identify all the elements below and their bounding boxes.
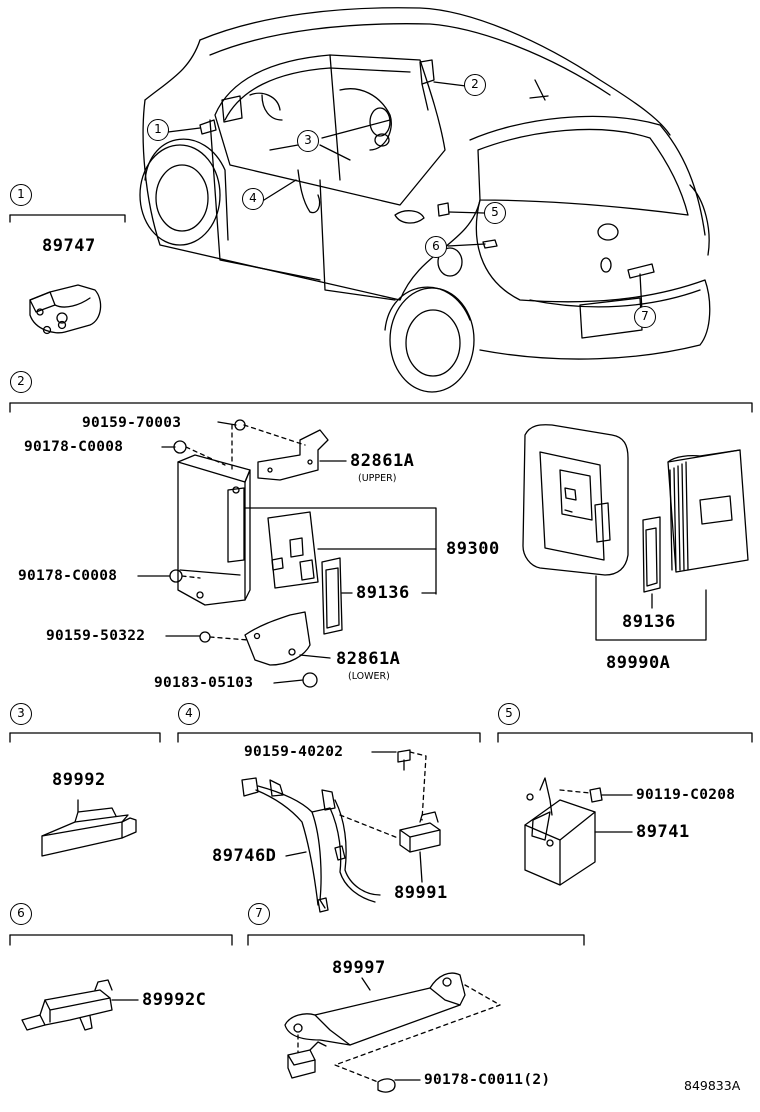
car-illustration: [139, 7, 711, 393]
part-number-90183-05103[interactable]: 90183-05103: [154, 675, 254, 691]
part-number-89992[interactable]: 89992: [52, 770, 106, 790]
part-number-89136-ecu[interactable]: 89136: [356, 583, 410, 603]
section-1-rule: [9, 214, 126, 223]
part-number-90159-50322[interactable]: 90159-50322: [46, 628, 146, 644]
car-callout-1: 1: [147, 119, 169, 141]
lower-note: (LOWER): [348, 671, 390, 682]
part-number-90159-40202[interactable]: 90159-40202: [244, 744, 344, 760]
part-number-89741[interactable]: 89741: [636, 822, 690, 842]
part-number-82861A-lower[interactable]: 82861A: [336, 649, 401, 669]
section-5-rule: [497, 732, 753, 743]
section-4-rule: [177, 732, 481, 743]
part-89992-drawing: [41, 799, 137, 857]
kit-89990a-drawing: [522, 424, 749, 641]
car-callout-6: 6: [425, 236, 447, 258]
car-callout-2: 2: [464, 74, 486, 96]
car-callout-7: 7: [634, 306, 656, 328]
car-callout-3: 3: [297, 130, 319, 152]
upper-note: (UPPER): [358, 473, 397, 484]
ecu-89300-drawing: [137, 419, 437, 688]
part-number-90178-C0008-lower[interactable]: 90178-C0008: [18, 568, 118, 584]
part-number-90159-70003[interactable]: 90159-70003: [82, 415, 182, 431]
section-2-marker: 2: [10, 371, 32, 393]
part-89997-drawing: [284, 972, 501, 1093]
part-89992c-drawing: [21, 979, 139, 1031]
part-number-82861A-upper[interactable]: 82861A: [350, 451, 415, 471]
car-callout-5: 5: [484, 202, 506, 224]
part-number-89997[interactable]: 89997: [332, 958, 386, 978]
section-3-marker: 3: [10, 703, 32, 725]
section-1-marker: 1: [10, 184, 32, 206]
part-number-89991[interactable]: 89991: [394, 883, 448, 903]
part-number-89747[interactable]: 89747: [42, 236, 96, 256]
part-number-90178-C0011[interactable]: 90178-C0011(2): [424, 1072, 551, 1088]
section-5-marker: 5: [498, 703, 520, 725]
part-number-90119-C0208[interactable]: 90119-C0208: [636, 787, 736, 803]
section-6-rule: [9, 934, 233, 946]
part-number-89136-kit[interactable]: 89136: [622, 612, 676, 632]
harness-89746d-drawing: [241, 749, 441, 913]
part-number-89746D[interactable]: 89746D: [212, 846, 277, 866]
part-number-89992C[interactable]: 89992C: [142, 990, 207, 1010]
section-6-marker: 6: [10, 903, 32, 925]
section-7-rule: [247, 934, 585, 946]
part-89741-drawing: [524, 777, 633, 886]
section-3-rule: [9, 732, 161, 743]
section-4-marker: 4: [178, 703, 200, 725]
section-7-marker: 7: [248, 903, 270, 925]
part-number-90178-C0008-upper[interactable]: 90178-C0008: [24, 439, 124, 455]
part-number-89300[interactable]: 89300: [446, 539, 500, 559]
car-callout-4: 4: [242, 188, 264, 210]
part-89747-drawing: [29, 284, 102, 335]
diagram-reference-number: 849833A: [684, 1078, 741, 1093]
section-2-rule: [9, 402, 753, 413]
part-number-89990A[interactable]: 89990A: [606, 653, 671, 673]
